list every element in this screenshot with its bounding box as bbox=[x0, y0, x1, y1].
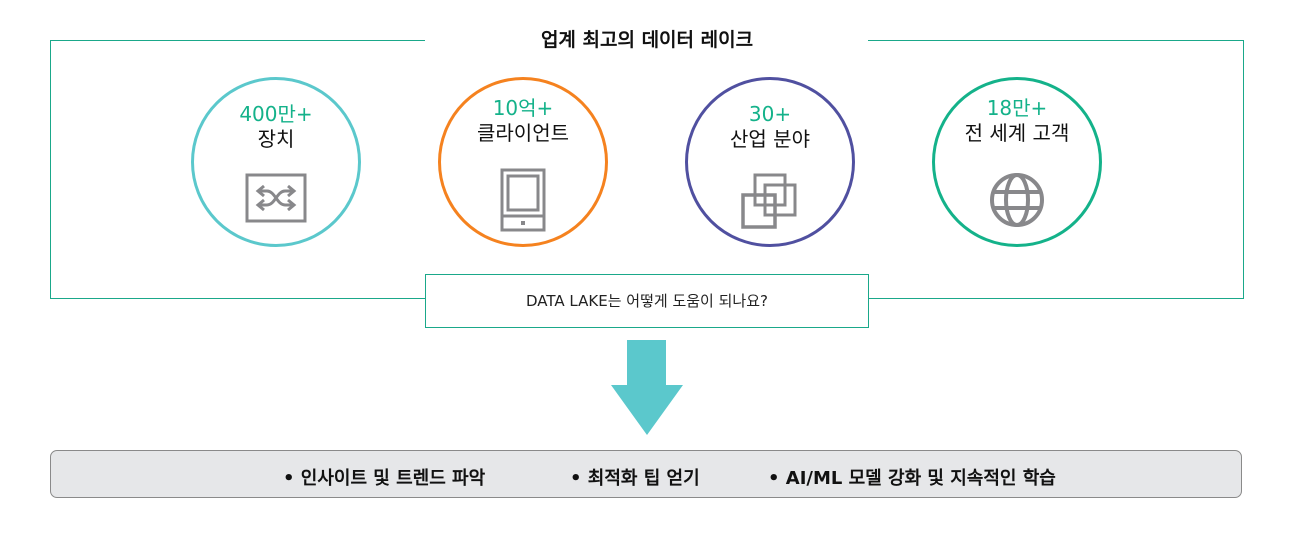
down-arrow-icon bbox=[611, 340, 683, 435]
stat-value: 18만+ bbox=[986, 96, 1048, 120]
question-box: DATA LAKE는 어떻게 도움이 되나요? bbox=[425, 274, 869, 328]
frame-top-right-line bbox=[868, 40, 1243, 41]
stat-customers: 18만+ 전 세계 고객 bbox=[932, 77, 1102, 247]
globe-icon bbox=[990, 173, 1044, 227]
section-title: 업계 최고의 데이터 레이크 bbox=[540, 29, 754, 51]
stat-clients: 10억+ 클라이언트 bbox=[438, 77, 608, 247]
network-switch-icon bbox=[245, 173, 307, 223]
benefit-item: • 인사이트 및 트렌드 파악 bbox=[283, 468, 486, 489]
benefits-bar: • 인사이트 및 트렌드 파악 • 최적화 팁 얻기 • AI/ML 모델 강화… bbox=[50, 450, 1242, 498]
stat-value: 10억+ bbox=[492, 96, 554, 120]
benefit-item: • AI/ML 모델 강화 및 지속적인 학습 bbox=[768, 468, 1056, 489]
tablet-icon bbox=[500, 168, 546, 232]
stat-value: 30+ bbox=[748, 102, 792, 126]
stat-label: 클라이언트 bbox=[477, 121, 569, 145]
stat-label: 산업 분야 bbox=[730, 127, 810, 151]
overlapping-squares-icon bbox=[741, 173, 797, 229]
frame-top-left-line bbox=[50, 40, 425, 41]
benefit-item: • 최적화 팁 얻기 bbox=[570, 468, 700, 489]
stat-value: 400만+ bbox=[239, 102, 313, 126]
stat-devices: 400만+ 장치 bbox=[191, 77, 361, 247]
stat-industries: 30+ 산업 분야 bbox=[685, 77, 855, 247]
stat-label: 장치 bbox=[257, 127, 295, 151]
stat-label: 전 세계 고객 bbox=[964, 121, 1070, 145]
